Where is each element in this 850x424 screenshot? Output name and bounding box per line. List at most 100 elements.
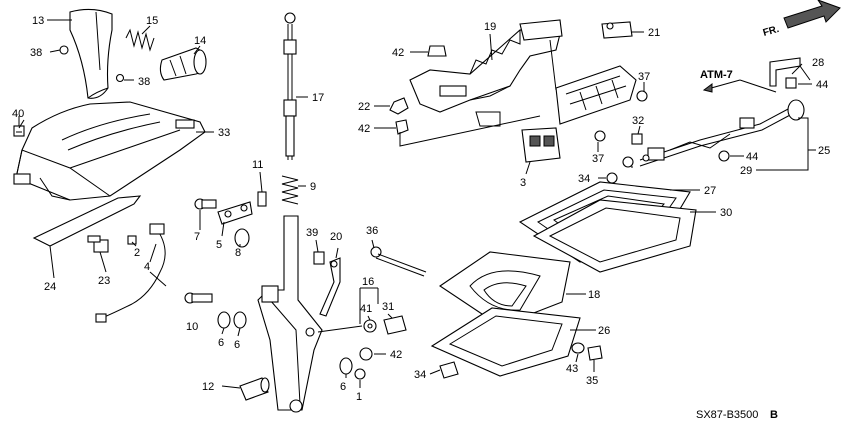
washer-41 [363, 319, 377, 333]
nut-44b [718, 150, 730, 162]
bolt-16 [317, 325, 363, 333]
callout-10: 10 [186, 321, 198, 333]
callout-1: 1 [356, 391, 362, 403]
diagram-code: SX87-B3500 [696, 409, 758, 421]
callout-7: 7 [194, 231, 200, 243]
bolt-7 [194, 198, 217, 210]
callout-41: 41 [360, 303, 372, 315]
callout-6-c: 6 [340, 381, 346, 393]
bolt-40 [13, 116, 25, 137]
callout-6-b: 6 [234, 339, 240, 351]
shift-rod-17 [283, 12, 297, 160]
nut-29 [622, 154, 650, 168]
callout-11: 11 [252, 159, 263, 171]
shift-position-switch [555, 65, 637, 125]
callout-35: 35 [586, 375, 598, 387]
callout-32: 32 [632, 115, 644, 127]
callout-5: 5 [216, 239, 222, 251]
callout-12: 12 [202, 381, 214, 393]
plate-30 [532, 199, 697, 273]
nut-43 [571, 342, 585, 354]
shift-cable [639, 99, 805, 167]
callout-28: 28 [812, 57, 824, 69]
screw-38-mid [115, 73, 134, 83]
bushing-8 [234, 228, 250, 248]
bushing-31 [383, 315, 407, 335]
callout-38-top: 38 [30, 47, 42, 59]
bolt-10 [184, 292, 213, 304]
bulb-socket [87, 235, 109, 253]
atm-arrow-lines [702, 79, 777, 93]
console-strip [32, 195, 142, 247]
diagram-code-suffix: B [770, 409, 778, 421]
callout-34-b: 34 [414, 369, 426, 381]
leader-lines [18, 19, 816, 389]
callout-18: 18 [588, 289, 600, 301]
nut-1 [354, 368, 366, 380]
bolt-11 [257, 191, 267, 207]
callout-31: 31 [382, 301, 394, 313]
callout-30: 30 [720, 207, 732, 219]
callout-42-a: 42 [390, 349, 402, 361]
callout-43: 43 [566, 363, 578, 375]
shift-knob [69, 8, 113, 99]
bulb [127, 235, 137, 245]
nut-34a [606, 172, 618, 184]
callout-42-c: 42 [358, 123, 370, 135]
callout-44-a: 44 [816, 79, 828, 91]
bolt-36 [370, 246, 427, 277]
screw-39 [313, 251, 325, 265]
callout-40: 40 [12, 108, 24, 120]
callout-labels: 13 15 14 38 38 40 33 24 23 2 4 7 5 8 11 … [12, 15, 830, 403]
screw-37a [636, 90, 648, 102]
callout-34-a: 34 [578, 173, 590, 185]
callout-8: 8 [235, 247, 241, 259]
callout-22: 22 [358, 101, 370, 113]
callout-39: 39 [306, 227, 318, 239]
connector-3 [521, 127, 561, 163]
screw-37b [594, 130, 606, 148]
callout-16: 16 [362, 276, 374, 288]
callout-36: 36 [366, 225, 378, 237]
bracket-19 [409, 19, 563, 127]
callout-17: 17 [312, 92, 324, 104]
spring-9 [281, 175, 299, 205]
front-arrow-icon [783, 0, 841, 29]
plate-5 [217, 201, 253, 225]
callout-29: 29 [740, 165, 752, 177]
nut-42a [359, 347, 373, 361]
callout-23: 23 [98, 275, 110, 287]
clip-21 [601, 21, 633, 39]
screw-38-top [49, 45, 69, 55]
callout-14: 14 [194, 35, 206, 47]
callout-9: 9 [310, 181, 316, 193]
callout-26: 26 [598, 325, 610, 337]
nut-22 [389, 97, 409, 115]
callout-37-a: 37 [638, 71, 650, 83]
bushing-6c [339, 357, 353, 375]
link-20 [319, 257, 341, 317]
screw-32 [631, 133, 643, 145]
pin-12 [239, 377, 270, 401]
nut-42b [427, 45, 447, 57]
callout-27: 27 [704, 185, 716, 197]
callout-21: 21 [648, 27, 660, 39]
callout-3: 3 [520, 177, 526, 189]
callout-42-b: 42 [392, 47, 404, 59]
callout-44-b: 44 [746, 151, 758, 163]
nut-35 [587, 345, 603, 361]
callout-24: 24 [44, 281, 56, 293]
knob-spring [125, 28, 155, 52]
callout-38-mid: 38 [138, 76, 150, 88]
bushing-6a [217, 311, 231, 329]
bolt-44a [785, 77, 797, 89]
atm-label: ATM-7 [700, 69, 733, 81]
callout-13: 13 [32, 15, 44, 27]
direction-label: FR. [762, 24, 781, 39]
nut-34b [439, 361, 459, 379]
plate-26 [430, 307, 581, 377]
boot-18 [439, 251, 571, 340]
callout-33: 33 [218, 127, 230, 139]
shift-lever-bracket [257, 215, 323, 413]
